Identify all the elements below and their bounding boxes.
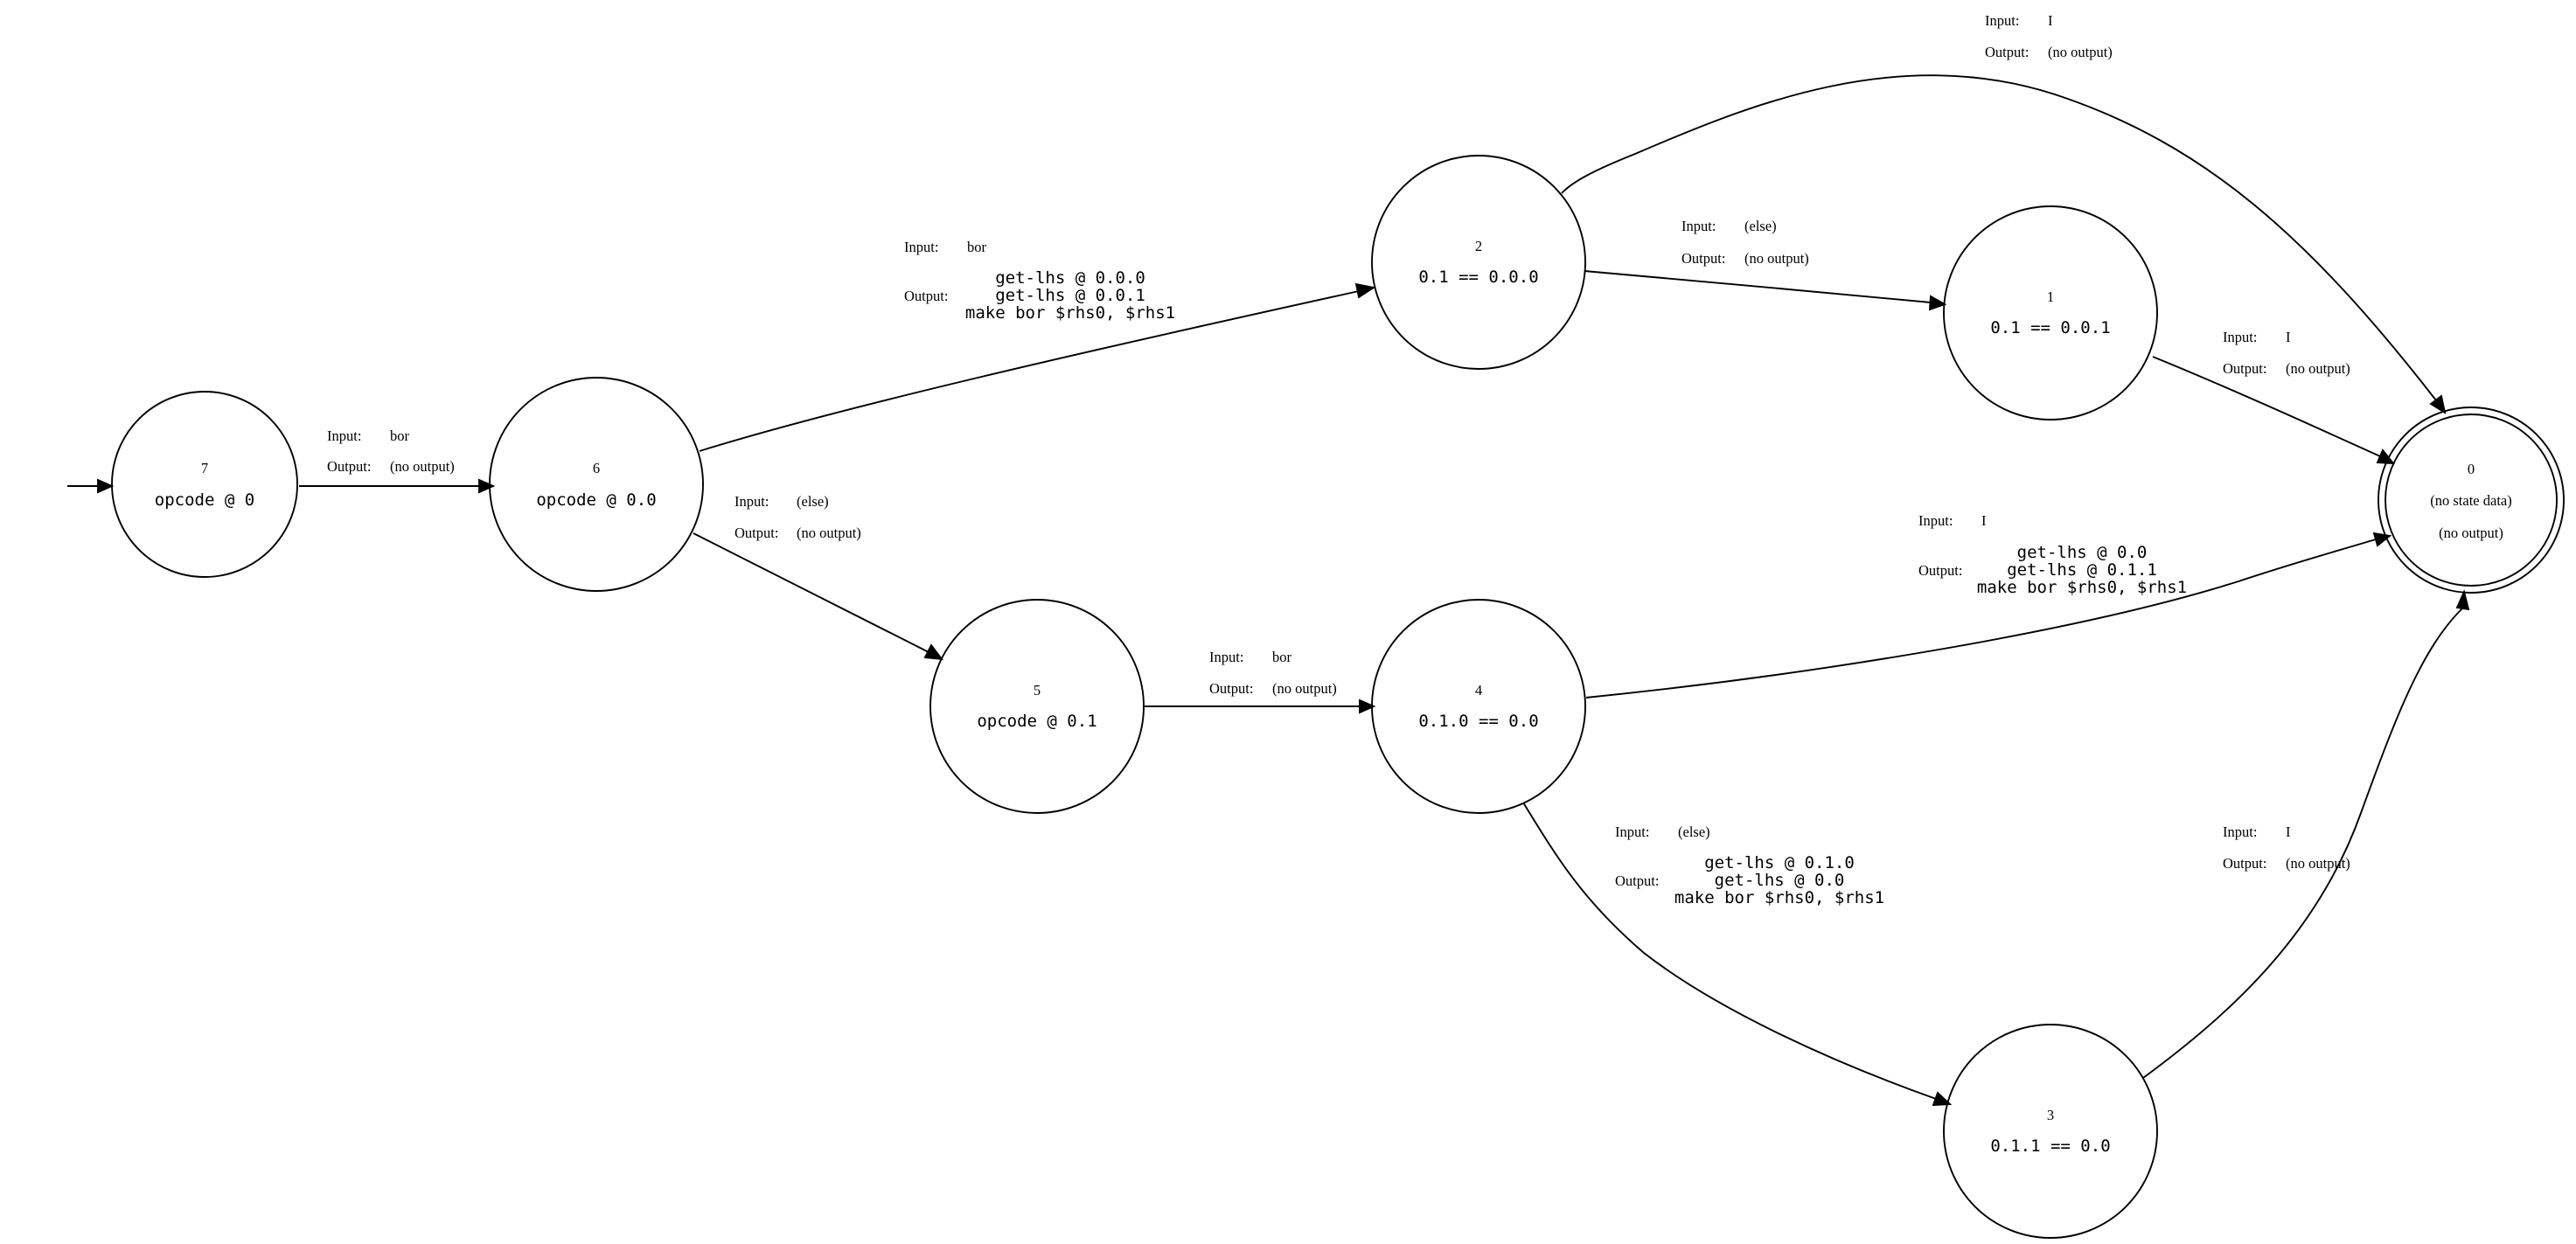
state-node-4[interactable]: 4 0.1.0 == 0.0 xyxy=(1371,599,1586,814)
input-value: I xyxy=(2286,824,2291,840)
state-node-2[interactable]: 2 0.1 == 0.0.0 xyxy=(1371,155,1586,370)
input-value: bor xyxy=(967,239,987,255)
output-line: make bor $rhs0, $rhs1 xyxy=(965,303,1175,323)
input-value: I xyxy=(1981,512,1987,529)
edge-3-to-0 xyxy=(2142,589,2470,1079)
edge-2-to-1 xyxy=(1584,270,1947,311)
nodes: 7 opcode @ 0 6 opcode @ 0.0 5 opcode @ 0… xyxy=(111,155,2565,1239)
edge-labels: Input: bor Output: (no output) Input: bo… xyxy=(327,12,2350,907)
input-key: Input: xyxy=(1209,649,1243,665)
edge-label-7-to-6: Input: bor Output: (no output) xyxy=(327,427,455,475)
output-key: Output: xyxy=(904,288,948,304)
state-data: 0.1.1 == 0.0 xyxy=(1990,1136,2110,1156)
output-key: Output: xyxy=(1209,680,1253,697)
output-value: (no output) xyxy=(2048,44,2113,60)
state-data: 0.1 == 0.0.0 xyxy=(1418,268,1538,287)
input-key: Input: xyxy=(1918,512,1953,529)
edge-label-2-to-1: Input: (else) Output: (no output) xyxy=(1681,218,1809,267)
output-line: make bor $rhs0, $rhs1 xyxy=(1977,578,2187,597)
state-id: 3 xyxy=(2047,1107,2054,1123)
output-value: (no output) xyxy=(2286,360,2350,377)
output-key: Output: xyxy=(1918,562,1962,579)
input-value: I xyxy=(2286,329,2291,345)
output-value: (no output) xyxy=(2286,855,2350,872)
output-key: Output: xyxy=(735,525,778,541)
edge-2-to-0 xyxy=(1561,74,2447,414)
edge-label-6-to-2: Input: bor Output: get-lhs @ 0.0.0 get-l… xyxy=(904,239,1175,323)
output-line: make bor $rhs0, $rhs1 xyxy=(1674,888,1884,907)
edge-1-to-0 xyxy=(2152,356,2396,465)
state-id: 7 xyxy=(201,460,208,476)
output-key: Output: xyxy=(1985,44,2029,60)
input-key: Input: xyxy=(1615,824,1649,840)
state-node-0-accepting[interactable]: 0 (no state data) (no output) xyxy=(2378,407,2565,594)
edge-label-4-to-3: Input: (else) Output: get-lhs @ 0.1.0 ge… xyxy=(1615,824,1884,907)
output-value: (no output) xyxy=(1744,250,1809,267)
output-key: Output: xyxy=(1681,250,1725,267)
edge-label-2-to-0: Input: I Output: (no output) xyxy=(1985,12,2113,60)
input-value: (else) xyxy=(797,493,829,510)
state-data: opcode @ 0 xyxy=(155,490,254,510)
input-value: I xyxy=(2048,12,2053,29)
state-id: 6 xyxy=(593,460,600,476)
output-line: get-lhs @ 0.0 xyxy=(2017,543,2148,562)
state-id: 2 xyxy=(1475,238,1482,254)
state-node-7[interactable]: 7 opcode @ 0 xyxy=(111,391,298,578)
start-edge xyxy=(67,478,115,494)
edge-7-to-6 xyxy=(299,478,496,494)
edge-6-to-2 xyxy=(699,282,1376,452)
output-line: get-lhs @ 0.1.1 xyxy=(2007,560,2157,580)
state-node-1[interactable]: 1 0.1 == 0.0.1 xyxy=(1943,205,2158,420)
edge-4-to-3 xyxy=(1522,802,1953,1107)
input-key: Input: xyxy=(327,427,361,444)
input-key: Input: xyxy=(1985,12,2019,29)
edge-label-5-to-4: Input: bor Output: (no output) xyxy=(1209,649,1337,697)
state-data: opcode @ 0.1 xyxy=(977,712,1097,731)
input-key: Input: xyxy=(2223,329,2257,345)
output-value: (no output) xyxy=(1272,680,1337,697)
state-id: 1 xyxy=(2047,288,2054,305)
input-value: bor xyxy=(1272,649,1292,665)
input-key: Input: xyxy=(735,493,769,510)
edge-4-to-0 xyxy=(1585,532,2392,698)
edge-label-6-to-5: Input: (else) Output: (no output) xyxy=(735,493,861,541)
output-line: get-lhs @ 0.1.0 xyxy=(1704,853,1855,872)
edge-6-to-5 xyxy=(693,532,944,661)
input-value: (else) xyxy=(1744,218,1777,234)
state-node-6[interactable]: 6 opcode @ 0.0 xyxy=(489,377,704,592)
output-line: get-lhs @ 0.0 xyxy=(1715,871,1845,890)
output-key: Output: xyxy=(327,458,371,475)
edge-label-3-to-0: Input: I Output: (no output) xyxy=(2223,824,2350,872)
edge-label-4-to-0: Input: I Output: get-lhs @ 0.0 get-lhs @… xyxy=(1918,512,2187,597)
state-node-3[interactable]: 3 0.1.1 == 0.0 xyxy=(1943,1024,2158,1239)
state-id: 0 xyxy=(2468,461,2475,477)
state-data: 0.1.0 == 0.0 xyxy=(1418,712,1538,731)
input-key: Input: xyxy=(2223,824,2257,840)
output-value: (no output) xyxy=(390,458,455,475)
output-key: Output: xyxy=(2223,360,2266,377)
state-data: (no state data) xyxy=(2430,492,2511,509)
state-output: (no output) xyxy=(2439,525,2503,541)
edge-5-to-4 xyxy=(1145,698,1376,714)
edges xyxy=(67,74,2470,1107)
input-value: bor xyxy=(390,427,410,444)
output-key: Output: xyxy=(2223,855,2266,872)
input-value: (else) xyxy=(1678,824,1710,840)
edge-label-1-to-0: Input: I Output: (no output) xyxy=(2223,329,2350,377)
output-key: Output: xyxy=(1615,872,1659,889)
input-key: Input: xyxy=(1681,218,1716,234)
state-data: 0.1 == 0.0.1 xyxy=(1990,318,2110,337)
state-data: opcode @ 0.0 xyxy=(536,490,656,510)
input-key: Input: xyxy=(904,239,938,255)
state-id: 5 xyxy=(1034,682,1041,698)
state-node-5[interactable]: 5 opcode @ 0.1 xyxy=(929,599,1145,814)
output-line: get-lhs @ 0.0.1 xyxy=(995,286,1145,305)
output-value: (no output) xyxy=(797,525,861,541)
state-id: 4 xyxy=(1475,682,1482,698)
output-line: get-lhs @ 0.0.0 xyxy=(995,268,1145,288)
